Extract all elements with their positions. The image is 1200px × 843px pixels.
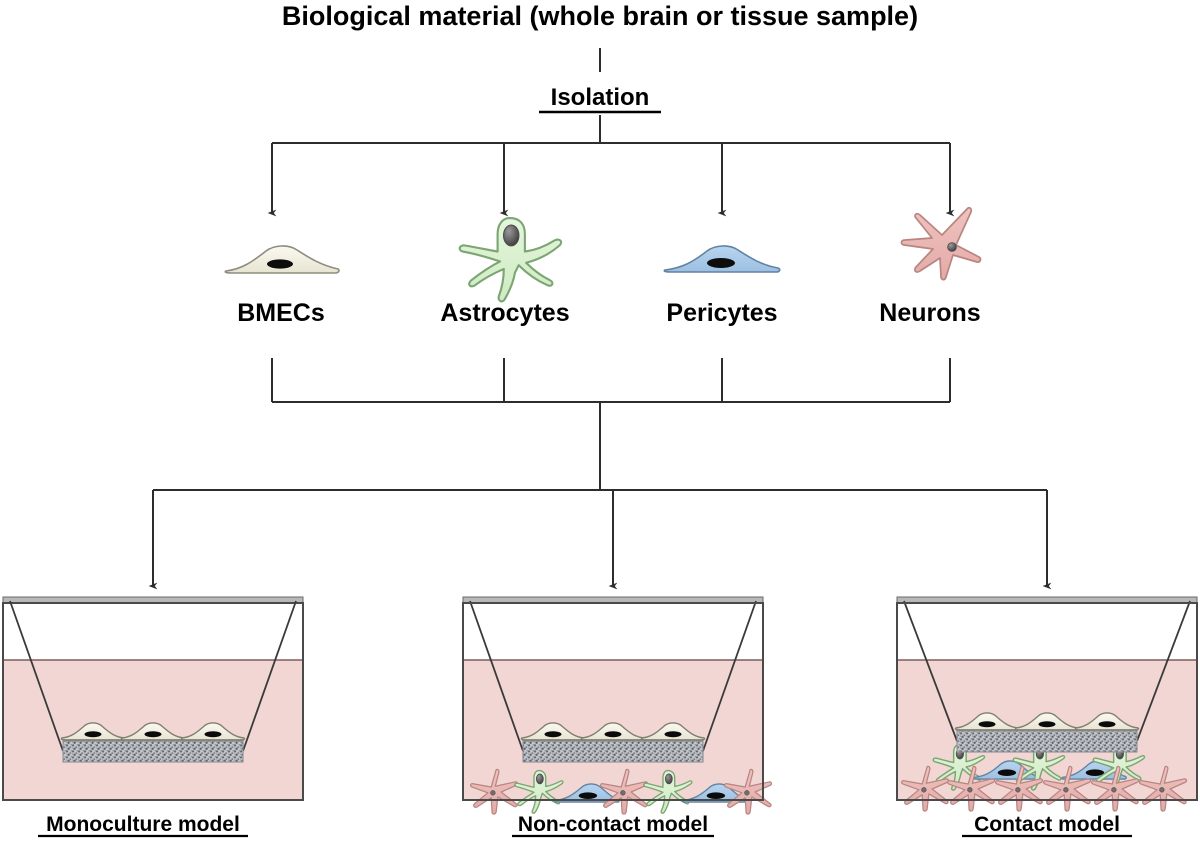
porous-membrane-contact bbox=[956, 730, 1138, 753]
model-non-contact[interactable]: Non-contact model bbox=[462, 596, 773, 838]
cell-type-pericytes[interactable]: Pericytes bbox=[663, 245, 781, 327]
model-label-non-contact: Non-contact model bbox=[518, 813, 708, 836]
well-outline-non-contact bbox=[462, 602, 764, 801]
porous-membrane-non-contact bbox=[522, 740, 704, 763]
cell-type-neurons[interactable]: Neurons bbox=[879, 206, 982, 327]
insert-wall-right-monoculture bbox=[242, 600, 297, 752]
pericyte-cell-icon bbox=[663, 245, 781, 273]
insert-wall-left-contact bbox=[903, 600, 958, 742]
model-monoculture[interactable]: Monoculture model bbox=[2, 596, 304, 838]
well-outline-monoculture bbox=[2, 602, 304, 801]
neuron-cell-icon bbox=[900, 206, 982, 281]
cell-label-pericytes: Pericytes bbox=[666, 299, 777, 327]
insert-wall-right-contact bbox=[1136, 600, 1191, 742]
endothelial-cell-icon bbox=[224, 245, 340, 274]
insert-wall-right-non-contact bbox=[702, 600, 757, 752]
porous-membrane-monoculture bbox=[62, 740, 244, 763]
model-distribution-bus bbox=[148, 489, 1052, 590]
cell-distribution-bus bbox=[267, 142, 955, 217]
air-gap-contact bbox=[897, 600, 1197, 660]
model-label-monoculture: Monoculture model bbox=[46, 813, 240, 836]
model-contact[interactable]: Contact model bbox=[896, 596, 1198, 838]
isolation-label: Isolation bbox=[551, 84, 650, 111]
well-outline-contact bbox=[896, 602, 1198, 801]
cell-type-astrocytes[interactable]: Astrocytes bbox=[440, 217, 570, 327]
figure-title: Biological material (whole brain or tiss… bbox=[282, 1, 918, 31]
astrocyte-cell-icon bbox=[458, 217, 563, 303]
cell-type-bmecs[interactable]: BMECs bbox=[224, 245, 340, 327]
air-gap-monoculture bbox=[3, 600, 303, 660]
insert-wall-left-non-contact bbox=[469, 600, 524, 752]
cell-label-bmecs: BMECs bbox=[237, 299, 325, 327]
insert-wall-left-monoculture bbox=[9, 600, 64, 752]
cell-label-neurons: Neurons bbox=[879, 299, 980, 327]
cell-label-astrocytes: Astrocytes bbox=[440, 299, 569, 327]
cell-convergence-bus bbox=[271, 358, 951, 490]
model-label-contact: Contact model bbox=[974, 813, 1120, 836]
air-gap-non-contact bbox=[463, 600, 763, 660]
